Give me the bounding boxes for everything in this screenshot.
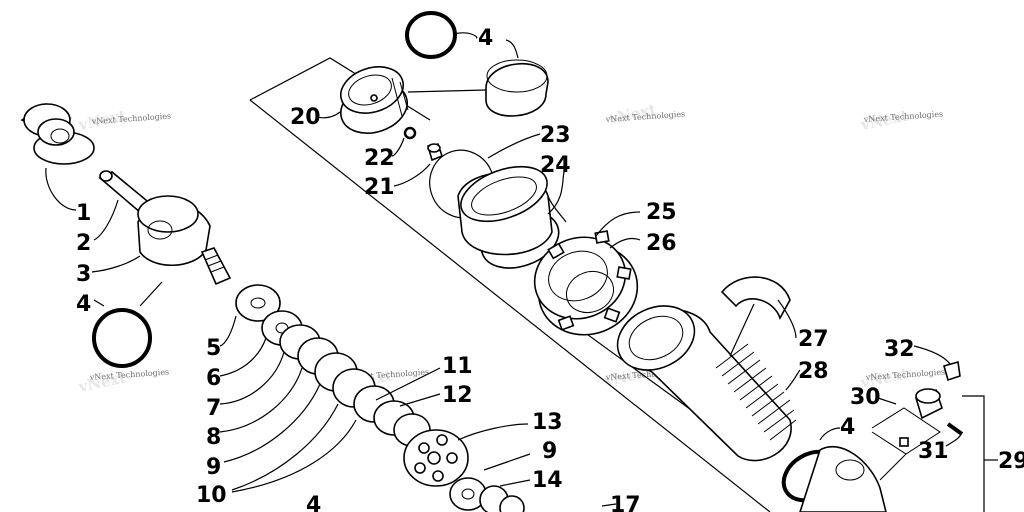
callout-23: 23 bbox=[540, 123, 571, 148]
callout-28: 28 bbox=[798, 359, 829, 384]
part-25-spring-adjuster bbox=[533, 230, 639, 336]
part-26-lock-ring bbox=[565, 270, 615, 314]
callout-26: 26 bbox=[646, 231, 677, 256]
callout-3: 3 bbox=[76, 262, 91, 287]
callout-14: 14 bbox=[532, 468, 563, 493]
callout-27: 27 bbox=[798, 327, 829, 352]
leader-lines bbox=[45, 32, 998, 512]
callout-8: 8 bbox=[206, 425, 221, 450]
callout-4: 4 bbox=[306, 493, 321, 512]
lower-housing bbox=[799, 445, 887, 512]
part-32-screw bbox=[943, 360, 961, 382]
part-31-spring-pin bbox=[946, 422, 964, 436]
part-24-bushing bbox=[457, 165, 560, 269]
callout-9: 9 bbox=[206, 455, 221, 480]
callout-1: 1 bbox=[76, 201, 91, 226]
part-13-piston bbox=[403, 429, 469, 487]
part-3-body bbox=[137, 195, 232, 286]
lower-washers bbox=[449, 477, 525, 512]
callout-20: 20 bbox=[290, 105, 321, 130]
shim-stack bbox=[235, 284, 431, 447]
callout-21: 21 bbox=[364, 175, 395, 200]
part-20-cap bbox=[340, 66, 409, 134]
part-28-shock-body bbox=[616, 305, 797, 462]
callout-7: 7 bbox=[206, 396, 221, 421]
callout-29: 29 bbox=[998, 449, 1024, 474]
callout-6: 6 bbox=[206, 366, 221, 391]
callout-32: 32 bbox=[884, 337, 915, 362]
assembly-outline bbox=[249, 57, 771, 512]
callout-4: 4 bbox=[840, 415, 855, 440]
callout-4: 4 bbox=[76, 292, 91, 317]
callout-24: 24 bbox=[540, 153, 571, 178]
part-4-band bbox=[485, 59, 549, 117]
callout-12: 12 bbox=[442, 383, 473, 408]
callout-2: 2 bbox=[76, 231, 91, 256]
callout-17: 17 bbox=[610, 493, 641, 512]
callout-11: 11 bbox=[442, 354, 473, 379]
callout-22: 22 bbox=[364, 146, 395, 171]
callout-30: 30 bbox=[850, 385, 881, 410]
callout-25: 25 bbox=[646, 200, 677, 225]
callout-4: 4 bbox=[478, 26, 493, 51]
part-30-valve-body bbox=[899, 388, 943, 447]
callout-31: 31 bbox=[918, 439, 949, 464]
part-27-clip bbox=[720, 276, 791, 320]
part-1-top-bushing bbox=[20, 103, 95, 165]
part-22-small-oring bbox=[403, 126, 417, 140]
watermark-text: vNext Technologies bbox=[89, 367, 170, 382]
callout-5: 5 bbox=[206, 336, 221, 361]
callout-13: 13 bbox=[532, 410, 563, 435]
callout-9: 9 bbox=[542, 439, 557, 464]
callout-labels: 1 2 3 4 4 4 4 5 6 7 8 9 9 10 11 12 13 14… bbox=[76, 26, 1024, 512]
callout-10: 10 bbox=[196, 483, 227, 508]
